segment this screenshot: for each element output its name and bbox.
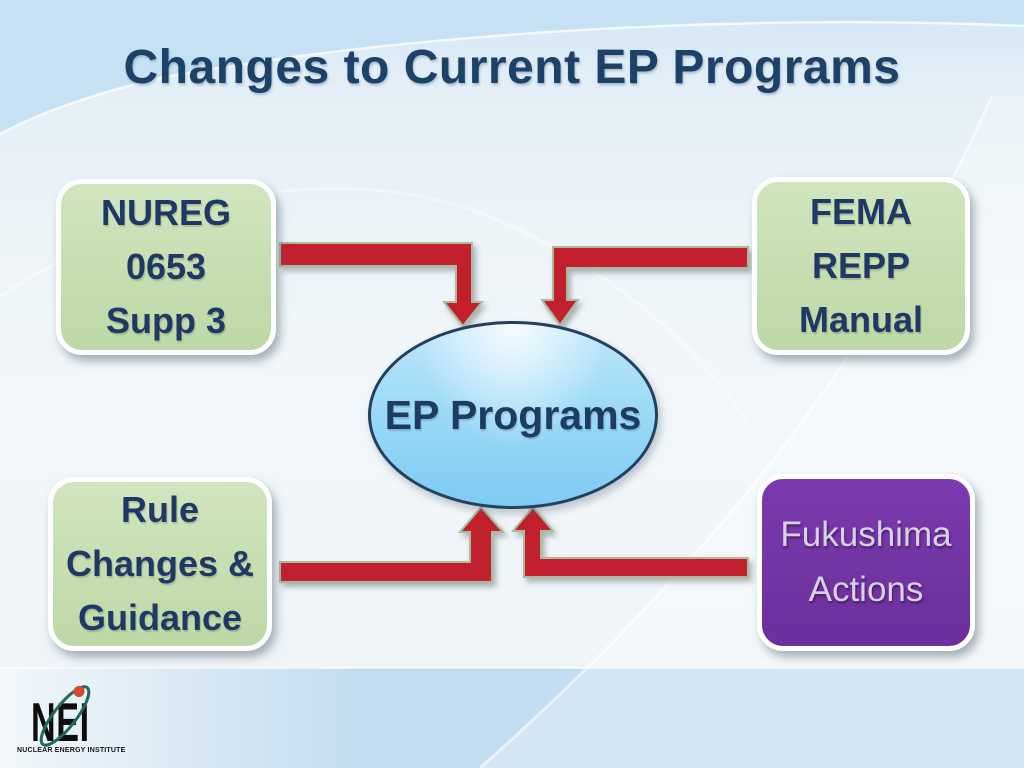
- ep-programs-label: EP Programs: [384, 391, 642, 438]
- node-line: REPP: [811, 245, 911, 286]
- node-fukushima-actions: Fukushima Actions: [757, 474, 975, 651]
- node-line: Manual: [798, 299, 923, 340]
- node-line: Guidance: [77, 597, 243, 638]
- nei-logo-tagline: NUCLEAR ENERGY INSTITUTE: [17, 747, 126, 754]
- slide-title: Changes to Current EP Programs: [123, 41, 901, 94]
- bottom-band-left-fade: [0, 668, 360, 768]
- node-line: FEMA: [810, 191, 912, 232]
- node-line: Supp 3: [105, 300, 226, 341]
- nei-orbit-icon: [39, 685, 91, 747]
- node-line: Fukushima: [780, 515, 952, 555]
- node-line: NUREG: [100, 192, 231, 233]
- arrow-fema-to-ep: [540, 246, 749, 327]
- top-band: [0, 0, 1024, 134]
- node-line: 0653: [125, 246, 207, 287]
- arrow-rule-to-ep: [279, 505, 506, 583]
- nei-logo: NEI NUCLEAR ENERGY INSTITUTE: [16, 685, 148, 758]
- node-nureg: NUREG 0653 Supp 3: [56, 179, 276, 355]
- arrow-fukushima-to-ep: [510, 505, 749, 578]
- top-band-edge: [0, 20, 1024, 136]
- node-line: Actions: [808, 569, 924, 609]
- node-fema-repp-manual: FEMA REPP Manual: [752, 177, 970, 355]
- node-line: Changes &: [65, 543, 255, 584]
- node-ep-programs: EP Programs: [368, 321, 658, 509]
- arrow-nureg-to-ep: [279, 242, 485, 328]
- node-rule-changes-guidance: Rule Changes & Guidance: [48, 477, 272, 651]
- node-line: Rule: [120, 489, 199, 530]
